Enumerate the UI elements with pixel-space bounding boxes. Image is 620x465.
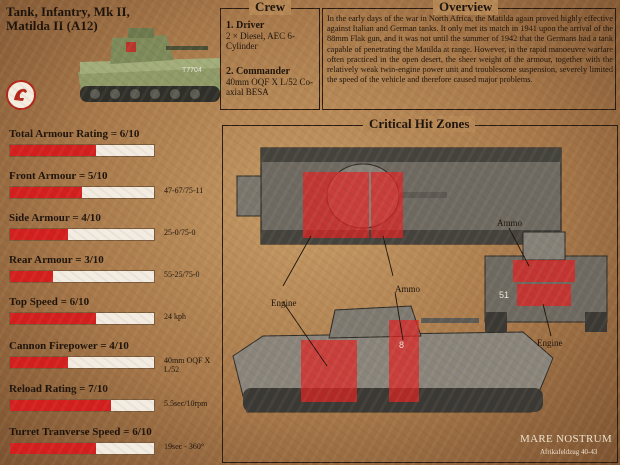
stat-label: Turret Tranverse Speed = 6/10 — [9, 426, 152, 438]
critical-zones-panel: Critical Hit Zones 51 — [222, 116, 618, 463]
leader-lines — [282, 227, 552, 367]
critical-zone-engine-side — [301, 340, 357, 402]
tank-top-view — [236, 147, 562, 245]
stat-side-armour: Side Armour = 4/10 25-0/75-0 — [9, 212, 214, 241]
crew-role: 1. Driver — [226, 20, 265, 31]
crew-member: 1. Driver 2 × Diesel, AEC 6-Cylinder — [226, 20, 318, 52]
stat-bar — [9, 186, 155, 199]
stat-turret-traverse: Turret Tranverse Speed = 6/10 19sec - 36… — [9, 426, 214, 455]
stat-fill — [10, 271, 54, 282]
crew-panel: Crew 1. Driver 2 × Diesel, AEC 6-Cylinde… — [220, 0, 320, 110]
stat-label: Rear Armour = 3/10 — [9, 254, 104, 266]
stat-label: Side Armour = 4/10 — [9, 212, 101, 224]
tank-side-view: 8 — [232, 305, 554, 413]
page-title: Tank, Infantry, Mk II, Matilda II (A12) — [6, 4, 130, 33]
overview-title: Overview — [433, 0, 499, 15]
label-engine-rear: Engine — [537, 338, 563, 348]
stat-fill — [10, 443, 97, 454]
critical-zone-engine-top — [303, 172, 369, 238]
stat-label: Cannon Firepower = 4/10 — [9, 340, 129, 352]
critical-zone-ammo-side — [389, 320, 419, 402]
stat-value: 55-25/75-0 — [164, 270, 200, 279]
stat-fill — [10, 187, 82, 198]
critical-zones-diagram: 51 8 — [232, 147, 608, 413]
stat-value: 25-0/75-0 — [164, 228, 196, 237]
stat-label: Top Speed = 6/10 — [9, 296, 90, 308]
crew-detail: 2 × Diesel, AEC 6-Cylinder — [226, 31, 295, 51]
tank-marking: T7704 — [182, 67, 202, 74]
unit-emblem-icon — [6, 80, 36, 110]
critical-zone-ammo-top — [371, 172, 403, 238]
stat-value: 40mm OQF X L/52 — [164, 356, 211, 374]
stat-fill — [10, 400, 111, 411]
tank-photo: T7704 — [78, 28, 222, 102]
stat-fill — [10, 229, 68, 240]
stat-bar — [9, 399, 155, 412]
crew-title: Crew — [249, 0, 292, 15]
stat-total-armour: Total Armour Rating = 6/10 — [9, 128, 214, 157]
stat-label: Front Armour = 5/10 — [9, 170, 108, 182]
label-ammo-top: Ammo — [395, 284, 421, 294]
stat-bar — [9, 270, 155, 283]
stat-front-armour: Front Armour = 5/10 47-67/75-11 — [9, 170, 214, 199]
crew-member: 2. Commander 40mm OQF X L/52 Co-axial BE… — [226, 66, 318, 98]
stat-reload-rating: Reload Rating = 7/10 5.5sec/10rpm — [9, 383, 214, 412]
crew-detail: 40mm OQF X L/52 Co-axial BESA — [226, 77, 314, 97]
stat-top-speed: Top Speed = 6/10 24 kph — [9, 296, 214, 325]
stat-value: 24 kph — [164, 312, 186, 321]
brand-logo: MARE NOSTRUM — [520, 433, 612, 445]
critical-zone-ammo-rear — [513, 260, 575, 282]
tank-rear-view: 51 — [484, 231, 608, 332]
stat-value: 47-67/75-11 — [164, 186, 204, 195]
stat-rear-armour: Rear Armour = 3/10 55-25/75-0 — [9, 254, 214, 283]
stat-bar — [9, 144, 155, 157]
stat-fill — [10, 357, 68, 368]
label-engine-top: Engine — [271, 298, 297, 308]
stat-value: 5.5sec/10rpm — [164, 399, 208, 408]
stat-fill — [10, 145, 97, 156]
stat-bar — [9, 356, 155, 369]
stat-bar — [9, 442, 155, 455]
critical-zone-engine-rear — [517, 284, 571, 306]
overview-text: In the early days of the war in North Af… — [327, 14, 613, 85]
overview-panel: Overview In the early days of the war in… — [322, 0, 616, 110]
crew-role: 2. Commander — [226, 66, 290, 77]
stat-label: Total Armour Rating = 6/10 — [9, 128, 140, 140]
stat-cannon-firepower: Cannon Firepower = 4/10 40mm OQF X L/52 — [9, 340, 214, 374]
side-turret-marking: 8 — [399, 340, 404, 350]
stat-bar — [9, 312, 155, 325]
tank-photo-hull — [78, 58, 222, 102]
tank-photo-turret — [110, 28, 208, 64]
stat-bar — [9, 228, 155, 241]
brand-subtitle: Afrikafeldzug 40-43 — [540, 448, 598, 456]
stat-value: 19sec - 360° — [164, 442, 205, 451]
rear-marking: 51 — [499, 290, 509, 300]
critical-zones-title: Critical Hit Zones — [363, 116, 476, 132]
stat-label: Reload Rating = 7/10 — [9, 383, 108, 395]
label-ammo-rear: Ammo — [497, 218, 523, 228]
stat-fill — [10, 313, 97, 324]
